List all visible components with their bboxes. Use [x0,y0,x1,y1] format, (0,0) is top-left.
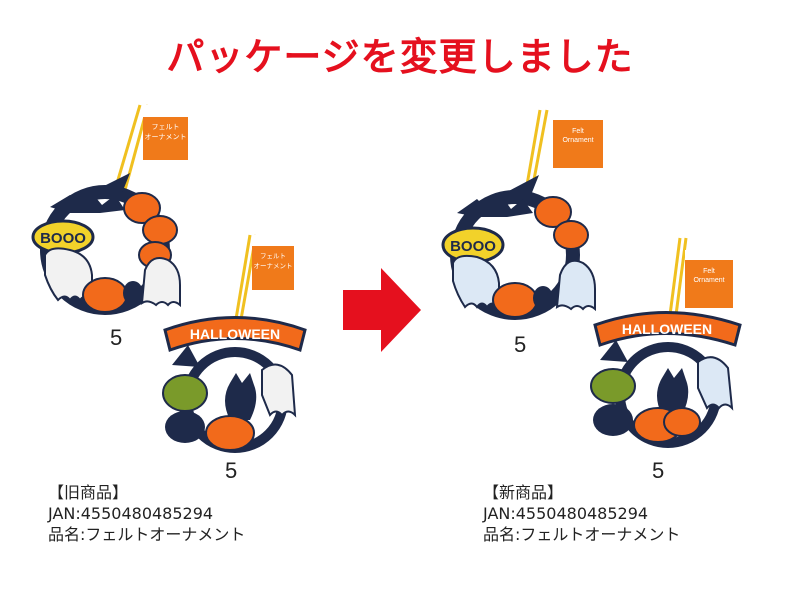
new-wreath1-count: 5 [514,332,527,357]
svg-text:Felt: Felt [703,268,715,275]
bat-shape [50,193,125,213]
hanging-ribbon [113,104,142,191]
new-jan-code: JAN:4550480485294 [483,504,649,523]
boo-bubble: BOOO [441,226,505,264]
old-wreath2-count: 5 [225,458,238,483]
ghost-left [44,247,93,303]
svg-text:フェルト: フェルト [260,252,286,260]
halloween-banner: HALLOWEEN [593,311,742,347]
old-product-info: 【旧商品】 JAN:4550480485294 品名:フェルトオーナメント [48,482,245,545]
green-pumpkin [162,374,208,412]
boo-bubble: BOOO [31,219,95,255]
svg-text:Ornament: Ornament [693,277,724,284]
old-jan-code: JAN:4550480485294 [48,504,214,523]
package-tag: フェルト オーナメント [252,235,294,290]
new-section-label: 【新商品】 [483,483,564,502]
banner-text: HALLOWEEN [622,321,712,337]
boo-text: BOOO [40,230,86,247]
svg-text:オーナメント: オーナメント [254,262,293,270]
old-wreath1-count: 5 [110,325,123,350]
package-tag: Felt Ornament [553,110,603,168]
new-product-name: 品名:フェルトオーナメント [483,525,681,544]
orange-pumpkin [205,415,255,451]
page-headline: パッケージを変更しました [166,35,634,79]
arrow-right-icon [343,268,421,352]
tag-text-line2: オーナメント [145,133,187,141]
black-cat [225,373,257,420]
package-tag: Felt Ornament [685,250,733,308]
old-product-name: 品名:フェルトオーナメント [48,525,246,544]
old-section-label: 【旧商品】 [48,483,129,502]
package-tag: フェルト オーナメント [143,105,188,160]
old-wreath-boo: フェルト オーナメント BOOO [31,104,188,315]
new-product-info: 【新商品】 JAN:4550480485294 品名:フェルトオーナメント [483,482,680,545]
new-wreath-boo: Felt Ornament BOOO [441,109,603,320]
ghost [261,363,297,418]
new-wreath-halloween: Felt Ornament HALLOWEEN [590,237,742,448]
svg-text:Felt: Felt [572,128,584,135]
banner-text: HALLOWEEN [190,326,280,342]
boo-text: BOOO [450,238,496,255]
new-wreath2-count: 5 [652,458,665,483]
halloween-banner: HALLOWEEN [163,316,307,352]
tag-text-line1: フェルト [152,123,180,131]
ghost-right [140,257,181,308]
svg-text:Ornament: Ornament [562,137,593,144]
old-wreath-halloween: フェルト オーナメント HALLOWEEN [162,234,307,453]
